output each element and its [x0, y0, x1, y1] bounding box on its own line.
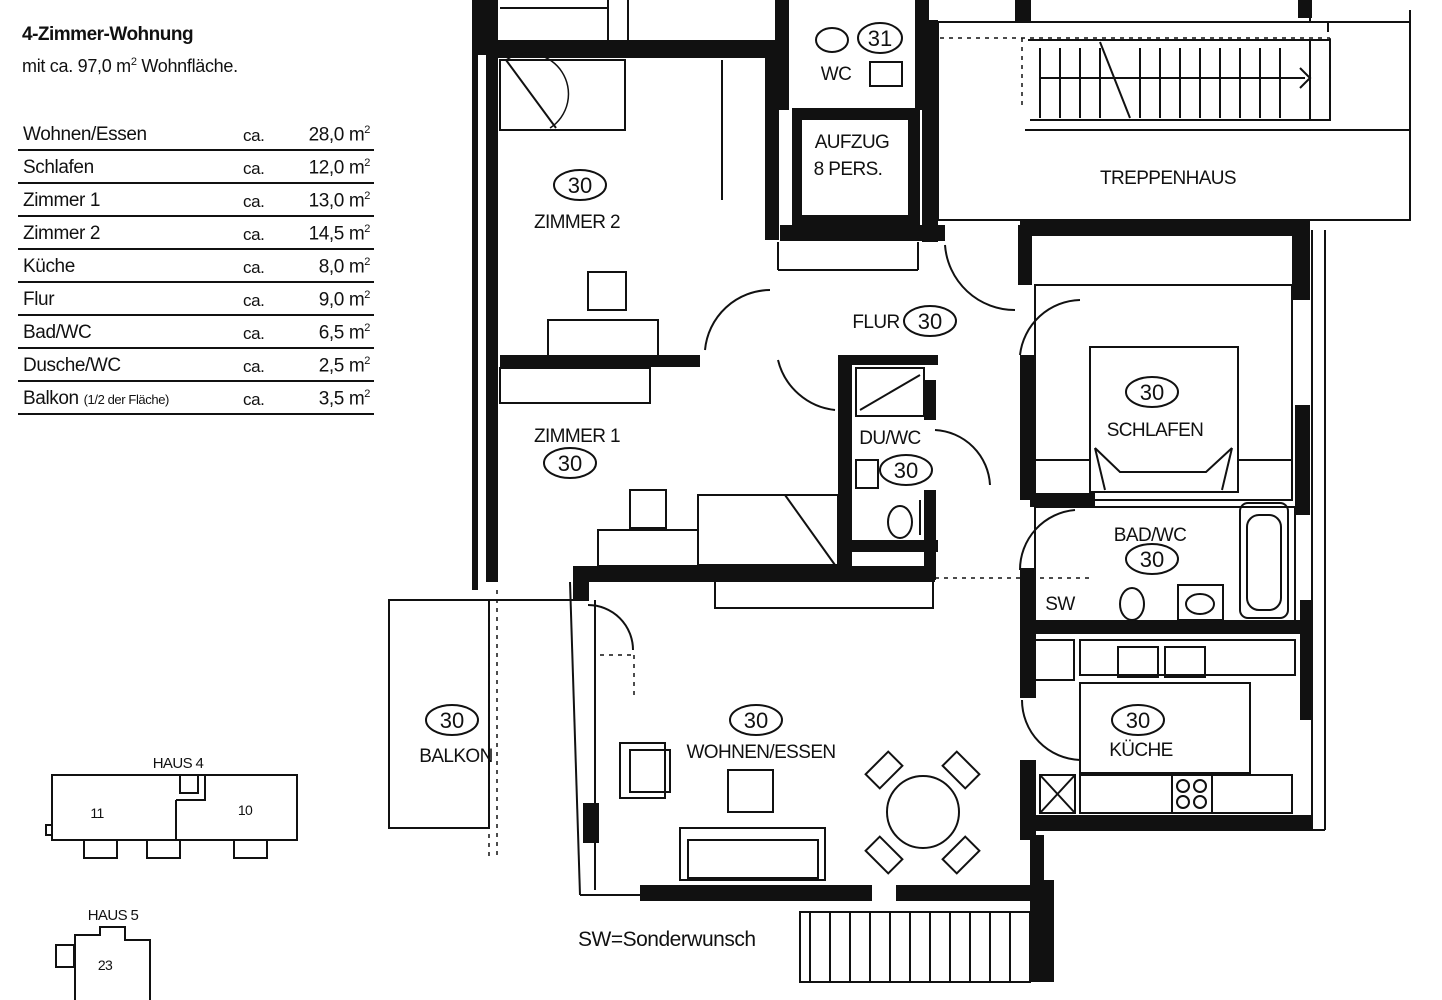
apartment-title: 4-Zimmer-Wohnung: [22, 24, 194, 45]
apartment-subtitle: mit ca. 97,0 m2 Wohnfläche.: [22, 56, 238, 76]
room-wc: 31 WC: [821, 22, 903, 85]
room-number-badge: [543, 447, 597, 479]
room-number: 30: [440, 708, 464, 733]
room-zimmer-2: 30 ZIMMER 2: [534, 169, 621, 233]
room-du-wc: DU/WC 30: [859, 428, 933, 486]
room-label-schlafen: SCHLAFEN: [1107, 420, 1204, 441]
apartment-info: 4-Zimmer-Wohnung mit ca. 97,0 m2 Wohnflä…: [22, 24, 238, 77]
room-label-flur: FLUR: [852, 312, 899, 333]
room-number: 31: [868, 26, 892, 51]
room-wohnen-essen: 30 WOHNEN/ESSEN: [686, 704, 836, 763]
key-plan-label: HAUS 5: [88, 907, 139, 924]
key-plan-unit: 23: [98, 957, 113, 973]
room-label-zimmer-2: ZIMMER 2: [534, 212, 620, 233]
room-number-badge: [553, 169, 607, 201]
room-bad-wc: BAD/WC 30: [1114, 525, 1187, 575]
room-label-du-wc: DU/WC: [859, 428, 920, 449]
room-number: 30: [1126, 708, 1150, 733]
room-number-badge: [1125, 376, 1179, 408]
room-number: 30: [894, 458, 918, 483]
room-label-treppenhaus: TREPPENHAUS: [1100, 168, 1236, 189]
room-balkon: 30 BALKON: [419, 704, 493, 767]
room-zimmer-1: ZIMMER 1 30: [534, 426, 621, 479]
room-label-zimmer-1: ZIMMER 1: [534, 426, 620, 447]
doors: [505, 52, 1081, 761]
room-number: 30: [744, 708, 768, 733]
table-row: Balkon (1/2 der Fläche)ca.3,5 m2: [18, 381, 374, 415]
room-number-badge: [425, 704, 479, 736]
room-label-wohnen-essen: WOHNEN/ESSEN: [686, 742, 835, 763]
room-flur: FLUR 30: [852, 305, 957, 337]
room-number-badge: [903, 305, 957, 337]
key-plan-label: HAUS 4: [153, 755, 204, 772]
key-plan-unit: 11: [90, 805, 104, 821]
elevator-capacity: 8 PERS.: [814, 159, 883, 180]
room-label-bad-wc: BAD/WC: [1114, 525, 1186, 546]
dashed-lines: [488, 37, 1331, 860]
room-number-badge: [1125, 543, 1179, 575]
key-plan-haus-4: HAUS 4 11 10: [45, 755, 298, 859]
elevator: AUFZUG 8 PERS.: [814, 132, 890, 180]
room-label-balkon: BALKON: [419, 746, 493, 767]
walls: [472, 0, 1312, 982]
room-label-kueche: KÜCHE: [1109, 740, 1173, 761]
special-request-label: SW: [1045, 594, 1075, 615]
room-kueche: 30 KÜCHE: [1109, 704, 1173, 761]
thin-lines: [388, 0, 1411, 983]
room-number-badge: [879, 454, 933, 486]
room-number: 30: [568, 173, 592, 198]
room-number-badge: [729, 704, 783, 736]
room-number-badge: [1111, 704, 1165, 736]
elevator-label: AUFZUG: [815, 132, 890, 153]
key-plan-unit: 10: [238, 802, 253, 818]
key-plan-haus-5: HAUS 5 23: [55, 907, 151, 1000]
room-schlafen: 30 SCHLAFEN: [1107, 376, 1204, 441]
room-number: 30: [1140, 380, 1164, 405]
room-number: 30: [558, 451, 582, 476]
legend-note: SW=Sonderwunsch: [578, 928, 756, 951]
room-label-wc: WC: [821, 64, 851, 85]
room-number-badge: [857, 22, 903, 54]
room-number: 30: [1140, 547, 1164, 572]
room-number: 30: [918, 309, 942, 334]
